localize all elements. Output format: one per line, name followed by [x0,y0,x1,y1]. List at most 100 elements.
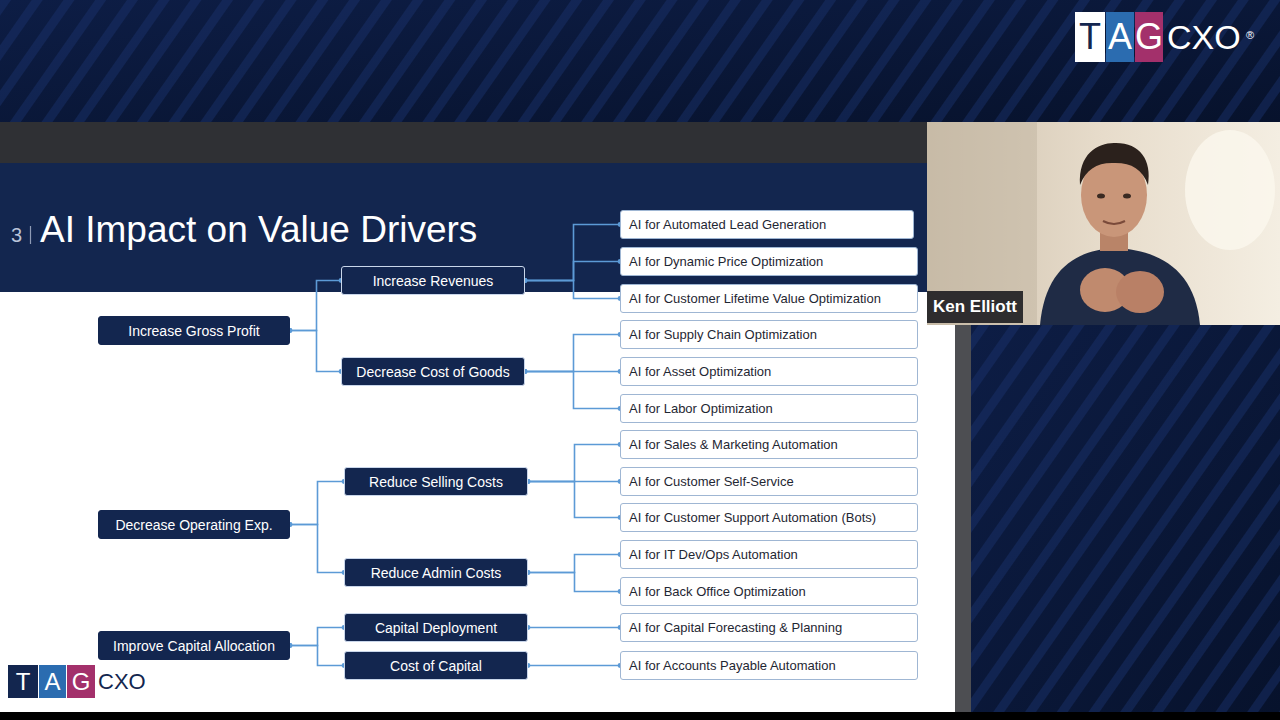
top-pattern [0,0,1280,122]
box-text: AI for Asset Optimization [629,364,771,379]
slide-scrollbar [955,325,971,712]
connector-line [525,281,620,299]
participant-name: Ken Elliott [927,291,1023,323]
connector-group [526,570,623,594]
video-feed [927,122,1280,325]
sub-driver-box: Reduce Admin Costs [344,558,528,587]
solution-box: AI for Customer Support Automation (Bots… [620,503,918,532]
connector-line [528,573,620,592]
connector-line [525,372,620,409]
connector-group [523,332,623,374]
solution-box: AI for Customer Lifetime Value Optimizat… [620,284,918,313]
title-separator [30,226,31,244]
connector-group [523,369,623,411]
connector-line [525,335,620,372]
solution-box: AI for Accounts Payable Automation [620,651,918,680]
side-band [970,325,1280,712]
box-text: AI for Sales & Marketing Automation [629,437,838,452]
top-band [0,0,1280,122]
connector-group [288,278,344,333]
connector-group [526,625,623,630]
solution-box: AI for Automated Lead Generation [620,210,914,239]
connector-group [526,552,623,575]
box-text: Cost of Capital [390,658,482,674]
side-pattern [970,325,1280,712]
connector-line [290,646,344,666]
solution-box: AI for IT Dev/Ops Automation [620,540,918,569]
box-text: AI for IT Dev/Ops Automation [629,547,798,562]
connector-line [528,555,620,573]
connector-group [526,442,623,484]
logo-letter: T [1075,12,1105,62]
logo-word: CXO [1167,12,1241,62]
solution-box: AI for Sales & Marketing Automation [620,430,918,459]
box-text: AI for Accounts Payable Automation [629,658,836,673]
slide-number: 3 [11,224,22,246]
registered-mark: ® [1246,28,1254,42]
solution-box: AI for Customer Self-Service [620,467,918,496]
driver-box: Decrease Operating Exp. [98,510,290,539]
logo-letter: A [39,665,66,698]
box-text: AI for Customer Support Automation (Bots… [629,510,876,525]
box-text: AI for Supply Chain Optimization [629,327,817,342]
connector-group [523,259,623,283]
driver-box: Increase Gross Profit [98,316,290,345]
sub-driver-box: Cost of Capital [344,651,528,680]
logo-letter: A [1106,12,1134,62]
slide-body [0,292,955,712]
connector-line [290,628,344,646]
logo-letter: G [67,665,95,698]
box-text: AI for Capital Forecasting & Planning [629,620,842,635]
box-text: AI for Customer Lifetime Value Optimizat… [629,291,881,306]
driver-box: Improve Capital Allocation [98,631,290,660]
connector-line [290,482,344,525]
connector-group [288,328,344,374]
box-text: Decrease Operating Exp. [115,517,272,533]
box-text: AI for Automated Lead Generation [629,217,826,232]
logo-word: CXO [98,665,146,698]
solution-box: AI for Back Office Optimization [620,577,918,606]
connector-line [525,262,620,281]
connector-group [288,522,347,575]
solution-box: AI for Supply Chain Optimization [620,320,918,349]
connector-line [528,627,620,629]
box-text: AI for Labor Optimization [629,401,773,416]
connector-line [290,331,341,372]
sub-driver-box: Capital Deployment [344,613,528,642]
connector-group [526,479,623,520]
logo-letter: T [8,665,38,698]
connector-line [290,281,341,331]
box-text: Increase Gross Profit [128,323,260,339]
box-text: AI for Dynamic Price Optimization [629,254,823,269]
connector-group [526,663,623,668]
box-text: Capital Deployment [375,620,497,636]
solution-box: AI for Dynamic Price Optimization [620,247,918,276]
logo-letter: G [1135,12,1163,62]
solution-box: AI for Labor Optimization [620,394,918,423]
title-band [0,163,927,292]
box-text: Reduce Selling Costs [369,474,503,490]
sub-driver-box: Decrease Cost of Goods [341,357,525,386]
box-text: Reduce Admin Costs [371,565,502,581]
connector-line [528,482,620,518]
slide-toolbar [0,122,927,163]
connector-group [523,278,623,301]
box-text: AI for Customer Self-Service [629,474,794,489]
connector-group [288,479,347,527]
solution-box: AI for Capital Forecasting & Planning [620,613,918,642]
sub-driver-box: Reduce Selling Costs [344,467,528,496]
connector-line [528,445,620,482]
slide-title: AI Impact on Value Drivers [40,208,477,252]
connector-group [288,643,347,668]
box-text: AI for Back Office Optimization [629,584,806,599]
box-text: Improve Capital Allocation [113,638,275,654]
solution-box: AI for Asset Optimization [620,357,918,386]
connector-line [528,665,620,667]
connector-line [525,225,620,281]
connector-group [288,625,347,648]
box-text: Decrease Cost of Goods [356,364,509,380]
bottom-bar [0,712,1280,720]
connector-line [290,525,344,573]
connector-group [523,222,623,283]
